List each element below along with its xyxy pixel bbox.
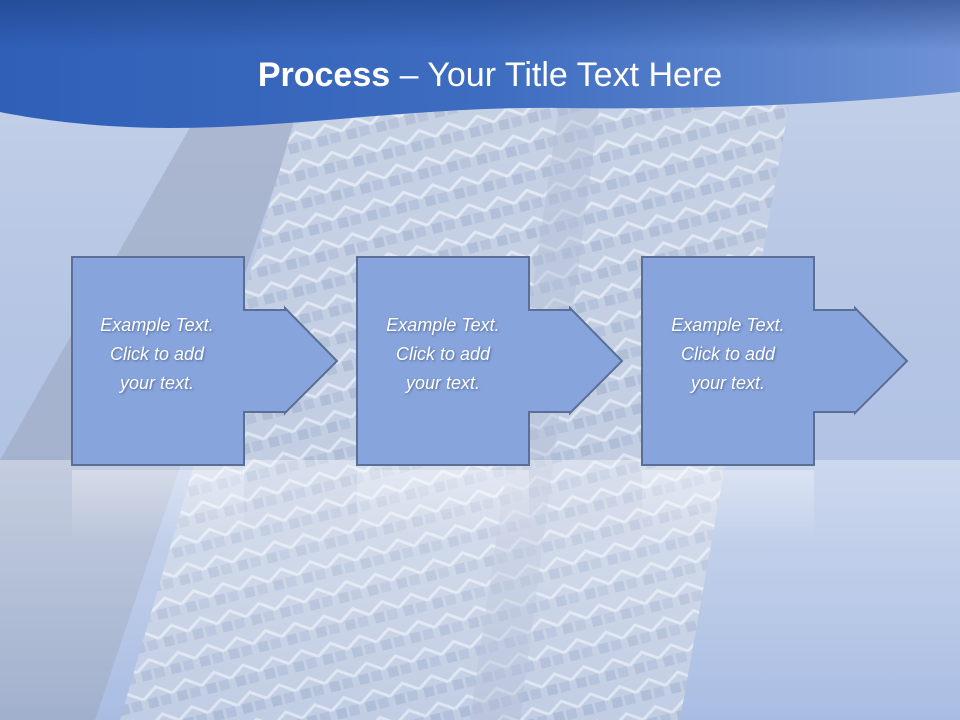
- step-2-text[interactable]: Example Text. Click to add your text.: [358, 311, 528, 398]
- step-1-arrow-shape[interactable]: [71, 256, 339, 466]
- step-3-text[interactable]: Example Text. Click to add your text.: [643, 311, 813, 398]
- step-3-line-2: Click to add: [680, 344, 776, 364]
- step-3-line-1: Example Text.: [671, 315, 785, 335]
- step-2-reflection: [357, 470, 529, 540]
- step-2-line-3: your text.: [405, 373, 481, 393]
- step-3-line-3: your text.: [690, 373, 766, 393]
- step-1-reflection: [72, 470, 244, 540]
- step-1-line-2: Click to add: [109, 344, 205, 364]
- step-3-reflection: [642, 470, 814, 540]
- step-1-line-3: your text.: [119, 373, 195, 393]
- step-1-text[interactable]: Example Text. Click to add your text.: [72, 311, 242, 398]
- title-band: [0, 0, 960, 128]
- step-2-line-2: Click to add: [395, 344, 491, 364]
- step-2-line-1: Example Text.: [386, 315, 500, 335]
- title-bold-text: Process: [257, 56, 391, 94]
- step-2-arrow-shape[interactable]: [356, 256, 624, 466]
- title-rest-text: – Your Title Text Here: [390, 56, 723, 94]
- step-1-line-1: Example Text.: [100, 315, 214, 335]
- slide-title[interactable]: Process – Your Title Text Here: [0, 52, 960, 98]
- step-3-arrow-shape[interactable]: [641, 256, 909, 466]
